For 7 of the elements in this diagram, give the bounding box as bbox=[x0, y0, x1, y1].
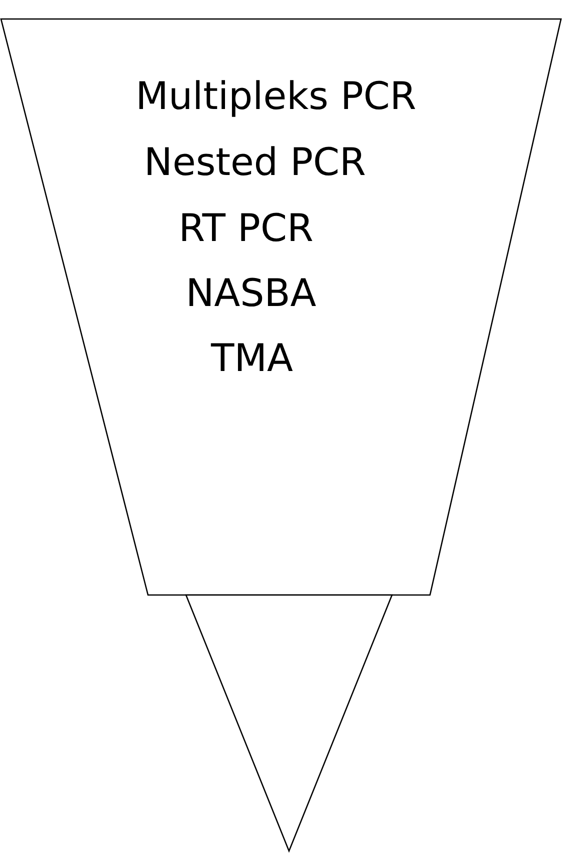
method-name: Nested PCR bbox=[144, 140, 366, 186]
method-name: RT PCR bbox=[178, 206, 314, 252]
funnel-tip bbox=[186, 595, 392, 851]
funnel-body bbox=[0, 18, 562, 595]
method-name: TMA bbox=[211, 336, 293, 382]
method-name: Multipleks PCR bbox=[136, 74, 416, 120]
method-name: NASBA bbox=[186, 271, 316, 317]
